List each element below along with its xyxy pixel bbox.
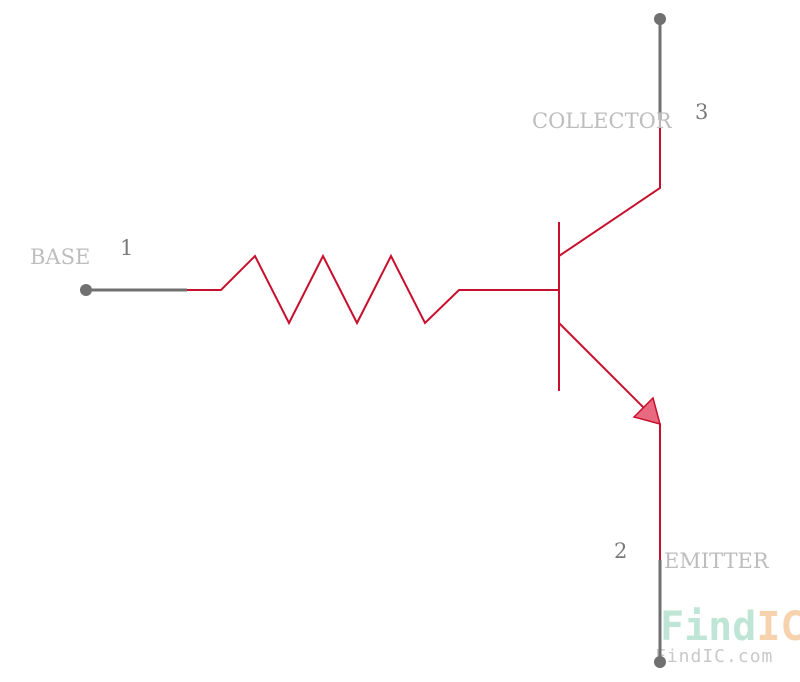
- collector-pin-number: 3: [695, 100, 708, 124]
- pin-lines: [80, 13, 666, 668]
- base-resistor: [187, 253, 559, 326]
- transistor-symbol: [187, 120, 662, 560]
- collector-pin-label: COLLECTOR: [532, 109, 673, 133]
- emitter-pin-number: 2: [614, 539, 627, 563]
- watermark-logo-find: Find: [660, 604, 756, 650]
- collector-lead: [558, 120, 661, 257]
- watermark-url: FindIC.com: [655, 646, 773, 667]
- emitter-lead: [558, 322, 661, 560]
- base-pin-number: 1: [120, 236, 133, 260]
- emitter-pin-label: EMITTER: [664, 549, 770, 573]
- base-pin-endpoint[interactable]: [80, 284, 92, 296]
- collector-pin-endpoint[interactable]: [654, 13, 666, 25]
- watermark-logo-ic: IC: [756, 604, 800, 650]
- emitter-pin-endpoint[interactable]: [654, 656, 666, 668]
- emitter-arrow: [632, 396, 662, 426]
- findic-watermark: FindIC FindIC.com: [655, 604, 800, 667]
- base-pin-label: BASE: [30, 245, 90, 269]
- svg-text:FindIC: FindIC: [660, 604, 800, 650]
